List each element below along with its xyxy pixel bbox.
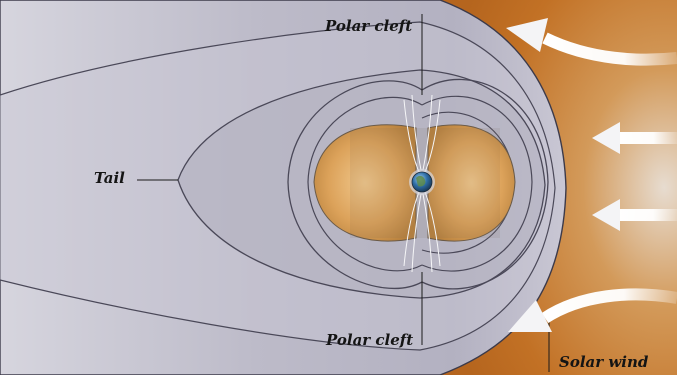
polar-cleft-bottom-label: Polar cleft bbox=[326, 333, 413, 348]
solar-wind-label: Solar wind bbox=[559, 355, 648, 370]
earth-icon bbox=[409, 169, 435, 195]
polar-cleft-top-label: Polar cleft bbox=[325, 19, 412, 34]
tail-label: Tail bbox=[94, 171, 125, 186]
